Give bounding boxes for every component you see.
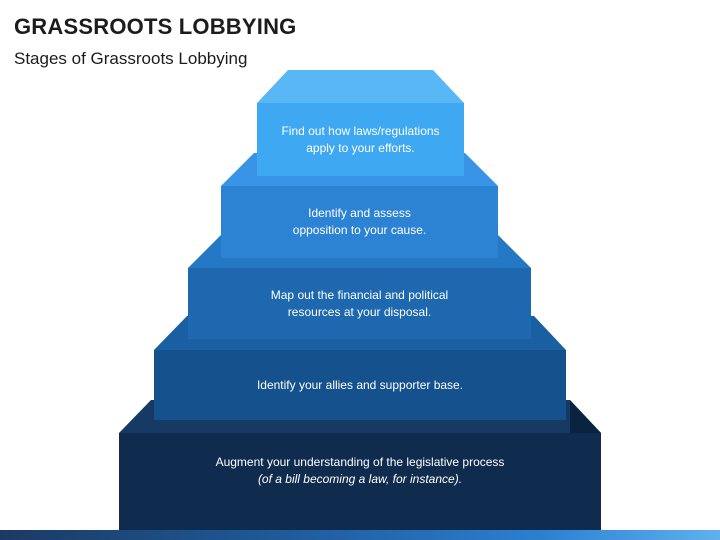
tier-1-line-1: Find out how laws/regulations	[281, 123, 440, 138]
bottom-accent-bar	[0, 530, 720, 540]
tier-4-line-1: Identify your allies and supporter base.	[256, 377, 464, 392]
pyramid-tier-1-shape	[257, 70, 464, 176]
tier-3-line-2: resources at your disposal.	[287, 304, 432, 319]
tier-3-line-1: Map out the financial and political	[270, 287, 449, 302]
page-title: GRASSROOTS LOBBYING	[14, 14, 297, 39]
pyramid-tier-4-text: Identify your allies and supporter base.	[154, 350, 566, 420]
pyramid-tier-3-text: Map out the financial and political reso…	[188, 268, 531, 339]
tier-5-line-1: Augment your understanding of the legisl…	[215, 454, 505, 469]
tier-1-line-2: apply to your efforts.	[306, 140, 415, 155]
pyramid-tier-2-text: Identify and assess opposition to your c…	[221, 186, 498, 258]
pyramid-tier-1-text: Find out how laws/regulations apply to y…	[257, 103, 464, 176]
tier-5-line-2: (of a bill becoming a law, for instance)…	[257, 471, 463, 486]
page-subtitle: Stages of Grassroots Lobbying	[14, 49, 248, 68]
tier-2-line-1: Identify and assess	[308, 206, 411, 220]
pyramid-tier-5-text: Augment your understanding of the legisl…	[119, 433, 601, 508]
tier-2-line-2: opposition to your cause.	[292, 223, 427, 237]
